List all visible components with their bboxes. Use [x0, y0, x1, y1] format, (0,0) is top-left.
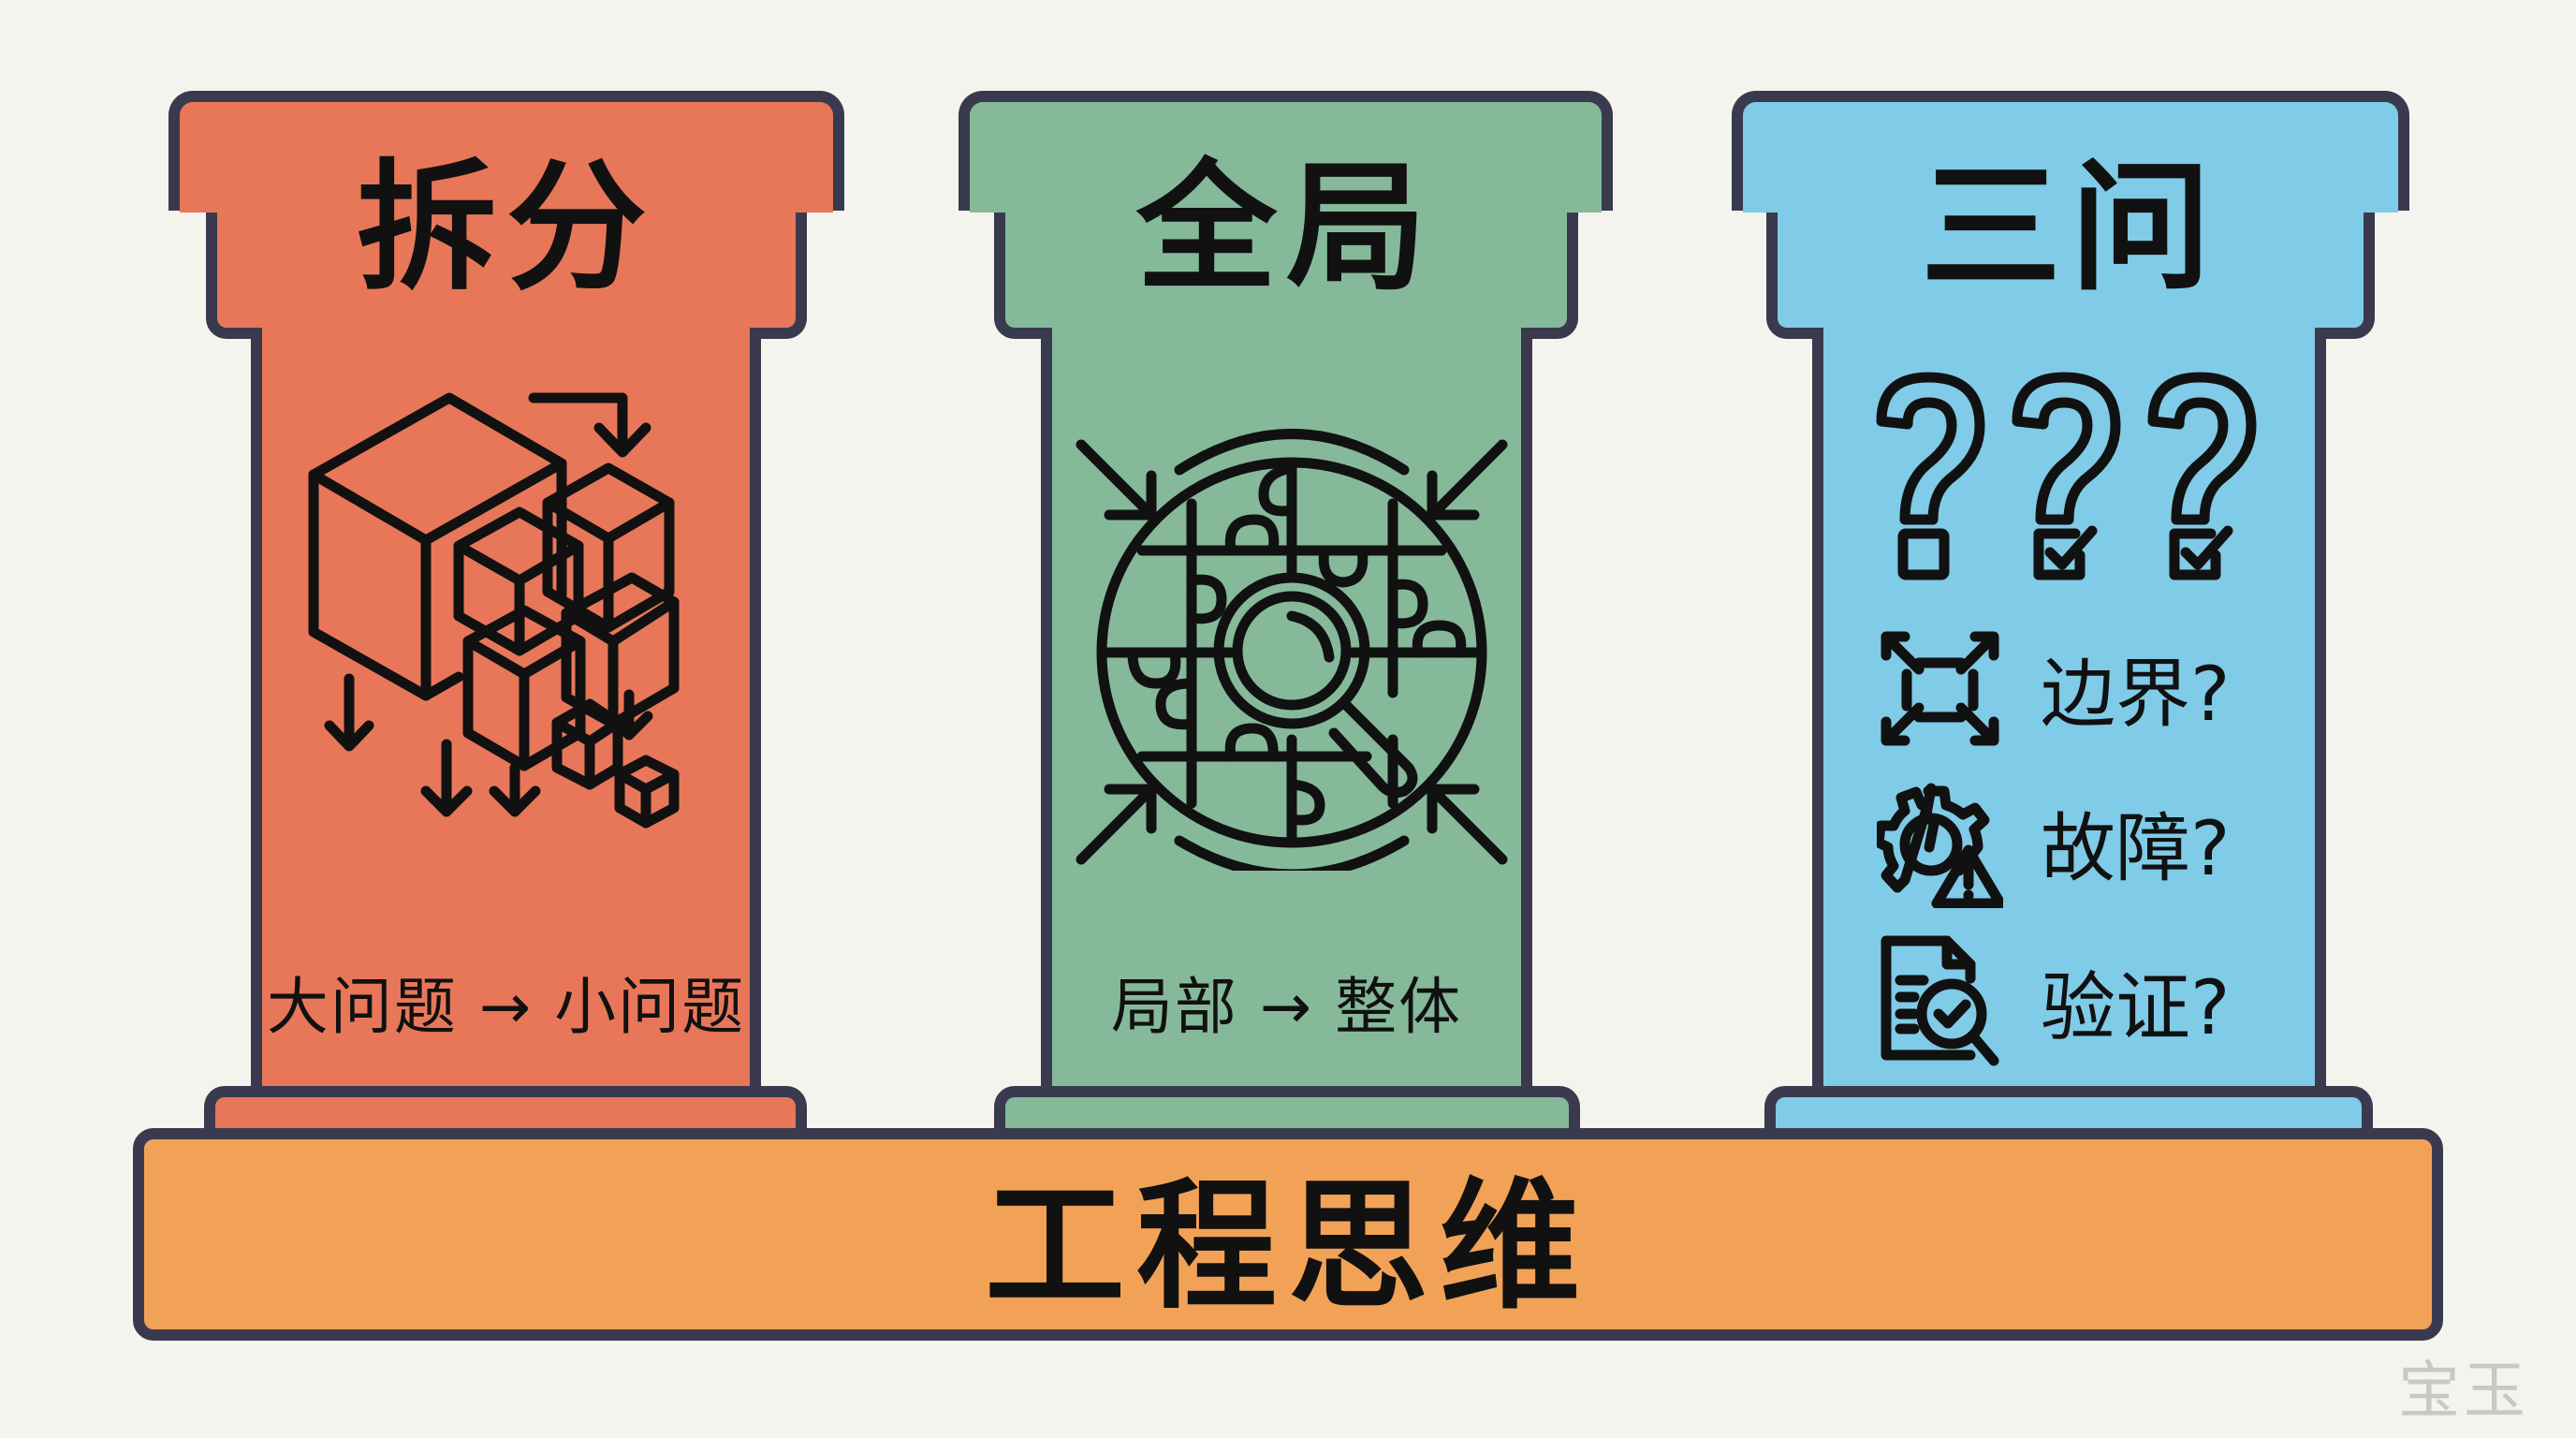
expand-boundary-icon [1881, 631, 1999, 745]
pillar-global-capital-top [959, 91, 1613, 211]
pillar-decompose-title: 拆分 [356, 146, 656, 310]
question-failure-label: 故障? [2041, 805, 2231, 892]
pillar-decompose-capital-top [168, 91, 844, 211]
gear-warning-icon [1877, 783, 2003, 908]
question-failure: 故障? [1877, 777, 2230, 908]
pillar-global-shaft [1041, 328, 1532, 1097]
watermark: 宝玉 [2398, 1355, 2529, 1427]
pillar-global-caption: 局部 → 整体 [1110, 971, 1463, 1043]
pillar-three-questions-capital-bottom [1766, 199, 2375, 339]
question-verification: 验证? [1877, 932, 2230, 1072]
puzzle-globe-magnifier-icon [1076, 429, 1508, 871]
pillar-global-title: 全局 [1135, 146, 1436, 310]
question-boundary-label: 边界? [2041, 651, 2231, 738]
cubes-decompose-icon [308, 392, 680, 829]
pillar-decompose-shaft [251, 328, 761, 1097]
foundation-base [133, 1128, 2443, 1341]
foundation-title: 工程思维 [984, 1166, 1591, 1328]
question-boundary: 边界? [1877, 623, 2230, 754]
pillar-three-questions-title: 三问 [1920, 146, 2220, 310]
question-verification-label: 验证? [2041, 964, 2231, 1051]
pillar-decompose-caption: 大问题 → 小问题 [266, 971, 746, 1043]
pillar-three-questions-capital-top [1732, 91, 2409, 211]
document-magnifier-check-icon [1881, 935, 1999, 1066]
three-question-marks-checklist-icon [1876, 372, 2257, 580]
